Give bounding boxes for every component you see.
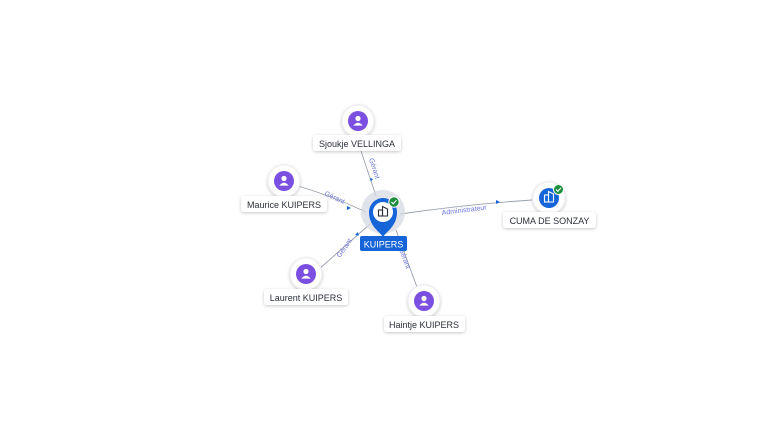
arrow-company: [496, 200, 500, 204]
verified-check-icon: [553, 184, 564, 195]
building-icon: [377, 205, 389, 217]
person-icon: [419, 295, 429, 306]
edge-arrows: [347, 178, 500, 236]
edge-laurent: [317, 223, 371, 271]
person-icon: [279, 175, 289, 186]
center-node-kuipers[interactable]: KUIPERS: [360, 190, 407, 251]
person-node-maurice[interactable]: Maurice KUIPERS: [241, 164, 327, 212]
person-label-laurent: Laurent KUIPERS: [270, 293, 343, 303]
person-node-laurent[interactable]: Laurent KUIPERS: [264, 257, 348, 305]
arrow-sjoukje: [370, 178, 373, 182]
edge-label-company: Administrateur: [441, 204, 487, 217]
center-label: KUIPERS: [364, 240, 404, 250]
person-label-maurice: Maurice KUIPERS: [247, 200, 321, 210]
edges: [297, 141, 533, 291]
verified-check-icon: [388, 196, 400, 208]
arrow-laurent: [355, 232, 359, 236]
building-icon: [543, 190, 555, 203]
person-node-sjoukje[interactable]: Sjoukje VELLINGA: [313, 104, 401, 151]
person-icon: [353, 115, 363, 126]
edge-maurice: [297, 185, 367, 213]
center-label-bg: [360, 236, 407, 251]
person-label-sjoukje: Sjoukje VELLINGA: [319, 139, 395, 149]
person-label-haintje: Haintje KUIPERS: [389, 320, 459, 330]
person-icon: [301, 268, 311, 279]
arrow-maurice: [347, 206, 351, 210]
company-label-cuma: CUMA DE SONZAY: [510, 216, 590, 226]
edge-company: [399, 199, 533, 215]
person-node-haintje[interactable]: Haintje KUIPERS: [384, 284, 465, 332]
company-node-cuma[interactable]: CUMA DE SONZAY: [503, 181, 596, 228]
edge-label-laurent: Gérant: [336, 238, 354, 260]
